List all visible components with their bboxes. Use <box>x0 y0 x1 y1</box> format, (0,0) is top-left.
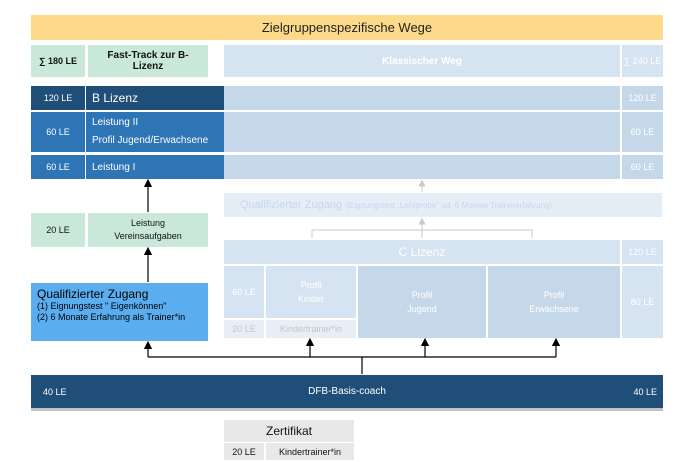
leistung2-classic-bar <box>224 112 620 152</box>
vereinsaufgaben-label: Leistung Vereinsaufgaben <box>88 213 208 247</box>
c-lizenz-title: C Lizenz <box>224 240 620 264</box>
basis-label: DFB-Basis-coach <box>308 386 386 397</box>
classic-title: Klassischer Weg <box>224 45 620 77</box>
leistung2-line2: Profil Jugend/Erwachsene <box>92 135 209 146</box>
b-lizenz-label: B Lizenz <box>86 86 224 110</box>
banner: Zielgruppenspezifische Wege <box>31 15 663 40</box>
basis-le-left: 40 LE <box>43 386 67 397</box>
b-lizenz-le-right: 120 LE <box>622 86 663 110</box>
zertifikat-title: Zertifikat <box>224 420 354 442</box>
profil-erwachsene: Profil Erwachsene <box>488 266 620 338</box>
leistung2-line1: Leistung II <box>92 117 139 128</box>
leistung2-le-right: 60 LE <box>622 112 663 152</box>
fast-track-title: Fast-Track zur B-Lizenz <box>88 45 208 77</box>
zertifikat-label: Kindertrainer*in <box>266 443 354 460</box>
c-lizenz-le-bottom: 20 LE <box>224 320 264 338</box>
b-lizenz-classic-bar <box>224 86 620 110</box>
quali-classic-box: Qualifizierter Zugang (Eignungstest „Leh… <box>224 193 662 217</box>
c-lizenz-le-right: 120 LE <box>622 240 663 264</box>
quali-fast-box: Qualifizierter Zugang (1) Eignungstest "… <box>31 283 208 341</box>
basis-le-right: 40 LE <box>633 386 657 397</box>
profil-kinder: Profil Kinder <box>266 266 356 318</box>
quali-fast-item1: (1) Eignungstest " Eigenkönnen" <box>37 301 167 311</box>
basis-coach-bar: 40 LE DFB-Basis-coach 40 LE <box>31 375 663 411</box>
classic-sum: ∑ 240 LE <box>622 45 663 77</box>
c-lizenz-le-right-bottom: 80 LE <box>622 266 663 338</box>
quali-classic-detail: (Eignungstest „Lehrprobe" od. 6 Monate T… <box>346 200 553 210</box>
vereinsaufgaben-le: 20 LE <box>31 213 85 247</box>
fast-track-sum: ∑ 180 LE <box>31 45 85 77</box>
quali-classic-title: Qualifizierter Zugang <box>240 199 343 211</box>
c-lizenz-kindertrainer: Kindertrainer*in <box>266 320 356 338</box>
leistung1-classic-bar <box>224 155 620 179</box>
leistung1-le: 60 LE <box>31 155 85 179</box>
leistung2-le: 60 LE <box>31 112 85 152</box>
quali-fast-title: Qualifizierter Zugang <box>37 287 149 301</box>
b-lizenz-le: 120 LE <box>31 86 85 110</box>
zertifikat-le: 20 LE <box>224 443 264 460</box>
quali-fast-item2: (2) 6 Monate Erfahrung als Trainer*in <box>37 312 186 322</box>
leistung1-label: Leistung I <box>86 155 224 179</box>
vereinsaufgaben-line1: Leistung <box>130 218 166 228</box>
profil-jugend: Profil Jugend <box>358 266 486 338</box>
c-lizenz-le-left: 60 LE <box>224 266 264 318</box>
vereinsaufgaben-line2: Vereinsaufgaben <box>114 231 182 241</box>
leistung1-le-right: 60 LE <box>622 155 663 179</box>
leistung2-label: Leistung II Profil Jugend/Erwachsene <box>86 112 224 152</box>
